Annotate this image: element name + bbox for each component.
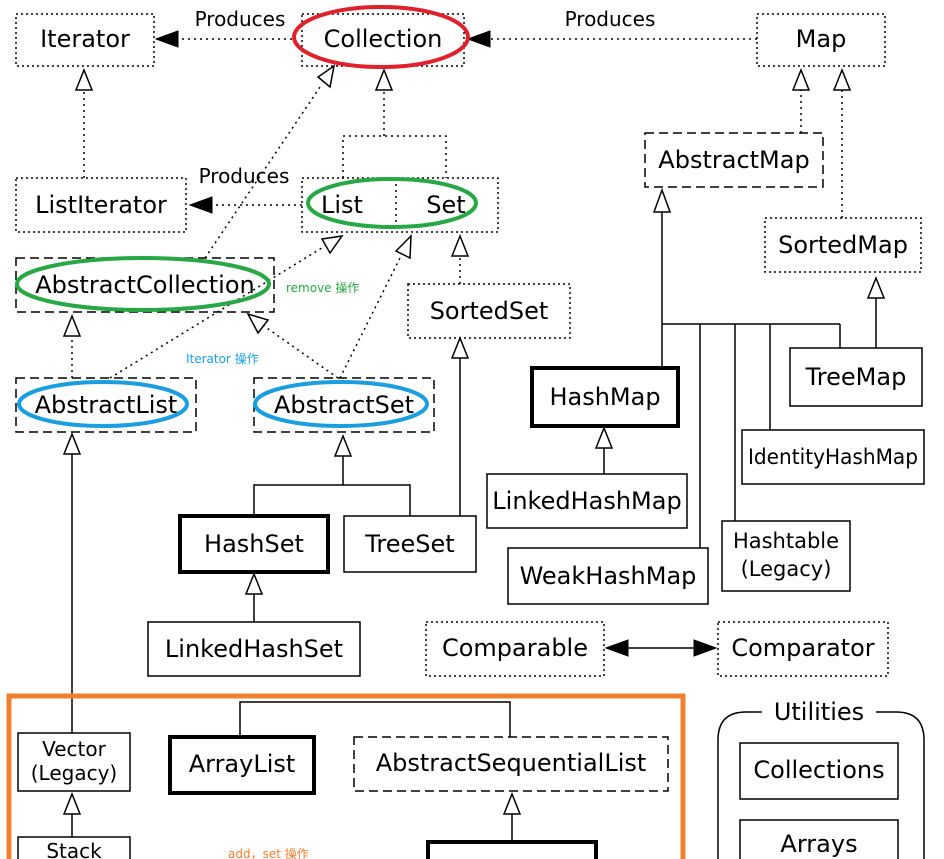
node-iterator: Iterator bbox=[15, 13, 155, 67]
node-collections-label: Collections bbox=[753, 756, 884, 784]
node-abstract-sequential-list-label: AbstractSequentialList bbox=[376, 749, 647, 777]
node-collection: Collection bbox=[301, 13, 465, 67]
highlight-abstract-list bbox=[17, 380, 189, 428]
node-stack: Stack bbox=[17, 836, 131, 859]
node-list-set: List Set bbox=[301, 177, 499, 233]
node-collection-label: Collection bbox=[324, 25, 443, 53]
node-sorted-set: SortedSet bbox=[407, 283, 571, 339]
annotation-remove: remove 操作 bbox=[286, 280, 359, 295]
utilities-label: Utilities bbox=[774, 698, 864, 726]
node-linked-hash-map-label: LinkedHashMap bbox=[492, 487, 681, 515]
node-stack-label: Stack bbox=[46, 839, 102, 859]
node-linked-hash-map: LinkedHashMap bbox=[486, 473, 688, 529]
node-hash-map: HashMap bbox=[530, 366, 680, 428]
node-array-list-label: ArrayList bbox=[189, 750, 296, 778]
node-tree-set: TreeSet bbox=[343, 515, 477, 573]
node-linked-list bbox=[426, 840, 598, 859]
utilities-panel: Utilities Collections Arrays bbox=[717, 698, 925, 859]
node-array-list: ArrayList bbox=[168, 735, 316, 795]
node-arrays-label: Arrays bbox=[780, 830, 857, 858]
node-hashtable-label-line1: Hashtable bbox=[733, 529, 839, 553]
highlight-abstract-set bbox=[253, 380, 429, 428]
node-list-iterator-label: ListIterator bbox=[35, 191, 167, 219]
annotation-add-set: add，set 操作 bbox=[228, 846, 309, 859]
node-abstract-collection: AbstractCollection bbox=[15, 257, 275, 313]
highlight-abstract-collection bbox=[15, 256, 271, 312]
node-abstract-sequential-list: AbstractSequentialList bbox=[353, 736, 669, 792]
annotation-iterator: Iterator 操作 bbox=[186, 351, 259, 366]
node-abstract-set-label: AbstractSet bbox=[274, 391, 414, 419]
node-abstract-map-label: AbstractMap bbox=[658, 146, 809, 174]
node-comparator-label: Comparator bbox=[731, 634, 874, 662]
node-comparable-label: Comparable bbox=[442, 634, 588, 662]
highlight-list-set bbox=[306, 177, 478, 229]
node-linked-hash-set-label: LinkedHashSet bbox=[165, 635, 343, 663]
node-linked-hash-set: LinkedHashSet bbox=[147, 621, 361, 677]
node-hash-set: HashSet bbox=[178, 514, 330, 574]
node-abstract-list: AbstractList bbox=[15, 377, 197, 433]
node-sorted-map-label: SortedMap bbox=[778, 231, 908, 259]
node-abstract-list-label: AbstractList bbox=[35, 391, 178, 419]
node-hashtable-label-line2: (Legacy) bbox=[741, 557, 832, 581]
node-comparator: Comparator bbox=[717, 621, 889, 677]
node-vector-label-line2: (Legacy) bbox=[31, 761, 117, 785]
node-tree-map: TreeMap bbox=[789, 347, 923, 407]
node-abstract-map: AbstractMap bbox=[644, 132, 824, 188]
node-set-label: Set bbox=[426, 191, 465, 219]
highlight-collection bbox=[292, 5, 470, 69]
node-identity-hash-map-label: IdentityHashMap bbox=[748, 445, 918, 469]
produces-label-iterator: Produces bbox=[195, 7, 286, 31]
node-map: Map bbox=[756, 13, 886, 67]
node-tree-set-label: TreeSet bbox=[364, 530, 454, 558]
node-vector-label-line1: Vector bbox=[42, 737, 107, 761]
node-list-iterator: ListIterator bbox=[15, 177, 187, 233]
highlight-list-implementations bbox=[6, 693, 686, 859]
connectors bbox=[62, 30, 886, 842]
node-list-label: List bbox=[321, 191, 363, 219]
node-iterator-label: Iterator bbox=[40, 25, 130, 53]
node-sorted-map: SortedMap bbox=[764, 217, 922, 273]
node-abstract-collection-label: AbstractCollection bbox=[35, 271, 254, 299]
node-identity-hash-map: IdentityHashMap bbox=[741, 429, 925, 485]
node-sorted-set-label: SortedSet bbox=[430, 297, 549, 325]
node-tree-map-label: TreeMap bbox=[805, 363, 907, 391]
node-vector: Vector (Legacy) bbox=[17, 732, 131, 792]
node-hashtable: Hashtable (Legacy) bbox=[721, 520, 851, 592]
node-weak-hash-map: WeakHashMap bbox=[507, 547, 709, 605]
node-hash-map-label: HashMap bbox=[549, 383, 660, 411]
node-hash-set-label: HashSet bbox=[204, 530, 304, 558]
node-abstract-set: AbstractSet bbox=[253, 377, 435, 433]
node-map-label: Map bbox=[796, 25, 847, 53]
produces-label-map: Produces bbox=[565, 7, 656, 31]
node-comparable: Comparable bbox=[425, 621, 605, 677]
node-weak-hash-map-label: WeakHashMap bbox=[520, 562, 697, 590]
produces-label-list-iterator: Produces bbox=[199, 164, 290, 188]
